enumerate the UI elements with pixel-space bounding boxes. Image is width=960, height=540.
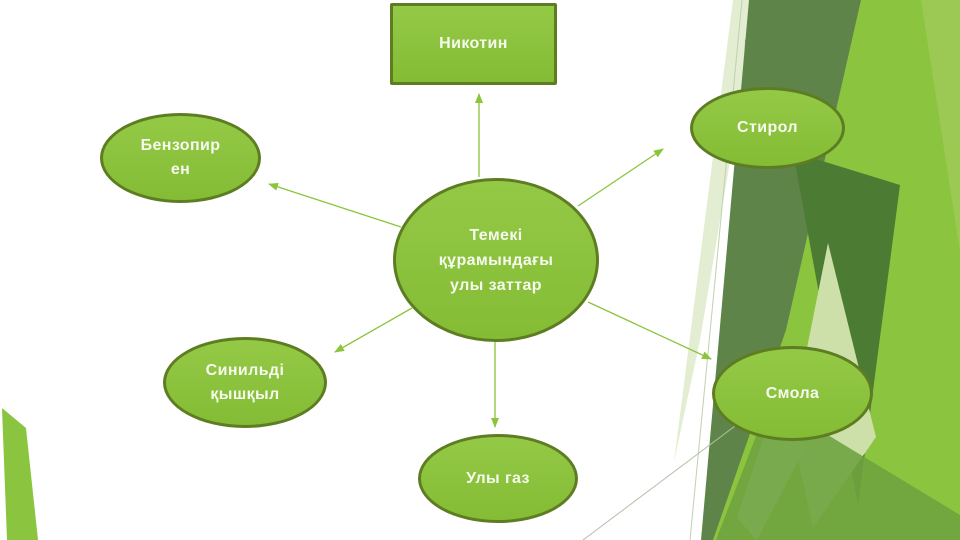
node-toxic-gas-label: Улы газ: [466, 469, 530, 487]
connector-center-styrene: [577, 148, 664, 207]
node-benzopyrene-label: Бензопир ен: [140, 137, 221, 178]
node-toxic-gas: Улы газ: [418, 434, 578, 523]
corner-wedge: [2, 408, 38, 540]
node-tar-label: Смола: [765, 384, 820, 402]
node-nicotine: Никотин: [390, 3, 557, 85]
connector-center-benzopyrene: [268, 182, 402, 228]
node-center-tobacco-toxins: Темекі құрамындағы улы заттар: [393, 178, 599, 342]
node-hydrocyanic-acid: Синильді қышқыл: [163, 337, 327, 428]
node-hydrocyanic-acid-label: Синильді қышқыл: [205, 361, 285, 403]
node-benzopyrene: Бензопир ен: [100, 113, 261, 203]
node-tar: Смола: [712, 346, 873, 441]
node-center-label: Темекі құрамындағы улы заттар: [438, 226, 554, 294]
connector-lines: [268, 93, 712, 428]
connector-center-tar: [587, 301, 712, 360]
node-styrene: Стирол: [690, 87, 845, 169]
connector-center-hydrocyanic-acid: [334, 307, 413, 353]
node-nicotine-label: Никотин: [439, 35, 508, 52]
node-styrene-label: Стирол: [737, 119, 798, 136]
